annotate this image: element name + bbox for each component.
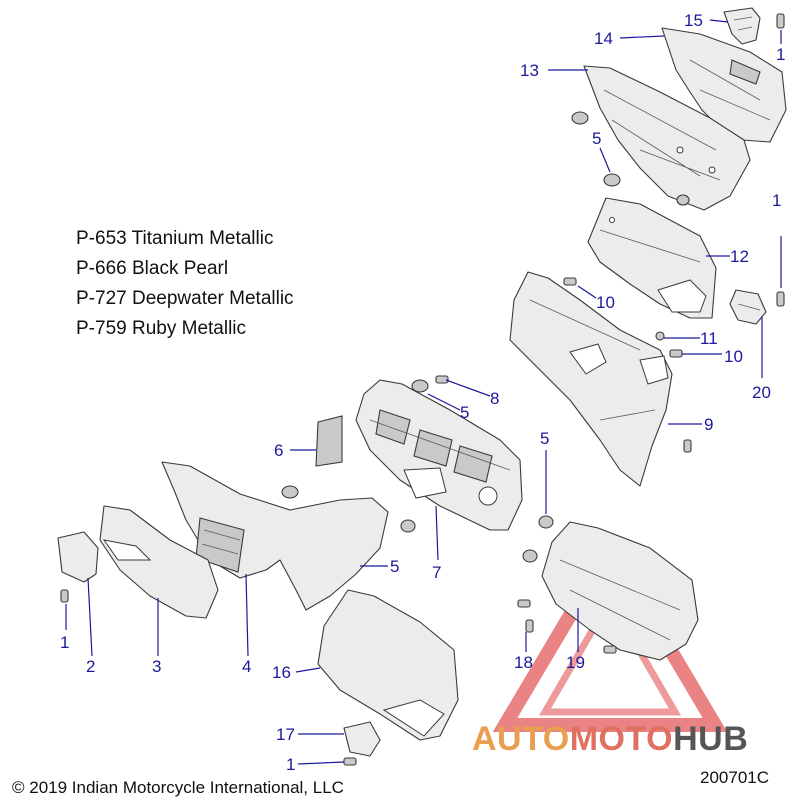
watermark-word-moto: MOTO xyxy=(570,720,673,758)
callout-5: 5 xyxy=(540,429,549,448)
paint-color-legend: P-653 Titanium Metallic P-666 Black Pear… xyxy=(76,228,294,339)
leader-lines xyxy=(65,19,782,765)
part-9-inner-fairing-lower xyxy=(509,271,673,487)
svg-text:AUTOMOTOHUB: AUTOMOTOHUB xyxy=(472,720,748,758)
part-17-clip xyxy=(343,721,381,757)
part-15-trim-cap xyxy=(723,7,761,45)
callout-1: 1 xyxy=(286,755,295,774)
callout-14: 14 xyxy=(594,29,613,48)
grommet-group-top xyxy=(571,111,690,206)
watermark-word-hub: HUB xyxy=(673,720,748,758)
callout-8: 8 xyxy=(490,389,499,408)
callout-3: 3 xyxy=(152,657,161,676)
copyright-notice: © 2019 Indian Motorcycle International, … xyxy=(12,778,344,797)
callout-12: 12 xyxy=(730,247,749,266)
callout-15: 15 xyxy=(684,11,703,30)
part-6-label xyxy=(315,415,343,467)
callout-5: 5 xyxy=(460,403,469,422)
part-19-lower-cover xyxy=(541,521,699,661)
legend-item-4: P-759 Ruby Metallic xyxy=(76,318,246,339)
part-4-side-panel xyxy=(161,461,389,611)
callout-1: 1 xyxy=(776,45,785,64)
callout-11: 11 xyxy=(700,329,718,348)
callout-18: 18 xyxy=(514,653,533,672)
callout-numbers: 15 1 14 13 5 1 12 10 11 10 20 8 5 9 6 5 … xyxy=(60,11,785,774)
callout-2: 2 xyxy=(86,657,95,676)
callout-9: 9 xyxy=(704,415,713,434)
callout-10: 10 xyxy=(724,347,743,366)
callout-16: 16 xyxy=(272,663,291,682)
callout-13: 13 xyxy=(520,61,539,80)
callout-7: 7 xyxy=(432,563,441,582)
watermark-word-auto: AUTO xyxy=(472,720,570,758)
part-14-upper-panel xyxy=(661,27,787,143)
callout-19: 19 xyxy=(566,653,585,672)
callout-1: 1 xyxy=(772,191,781,210)
legend-item-1: P-653 Titanium Metallic xyxy=(76,228,273,249)
legend-item-3: P-727 Deepwater Metallic xyxy=(76,288,294,309)
callout-6: 6 xyxy=(274,441,283,460)
legend-item-2: P-666 Black Pearl xyxy=(76,258,228,279)
part-7-inner-panel xyxy=(355,379,523,531)
watermark-wordmark: AUTOMOTOHUB xyxy=(472,720,748,758)
part-2-small-cover xyxy=(57,531,99,583)
callout-5: 5 xyxy=(592,129,601,148)
diagram-code: 200701C xyxy=(700,768,769,787)
part-3-lower-side-panel xyxy=(99,505,219,619)
callout-17: 17 xyxy=(276,725,295,744)
callout-4: 4 xyxy=(242,657,251,676)
part-12-inner-panel xyxy=(587,197,717,319)
callout-20: 20 xyxy=(752,383,771,402)
fastener-screws xyxy=(60,13,785,766)
callout-5: 5 xyxy=(390,557,399,576)
callout-1: 1 xyxy=(60,633,69,652)
part-20-side-cap xyxy=(729,289,767,325)
part-13-inner-fairing-upper xyxy=(583,65,751,211)
part-16-lower-panel xyxy=(317,589,459,741)
callout-10: 10 xyxy=(596,293,615,312)
